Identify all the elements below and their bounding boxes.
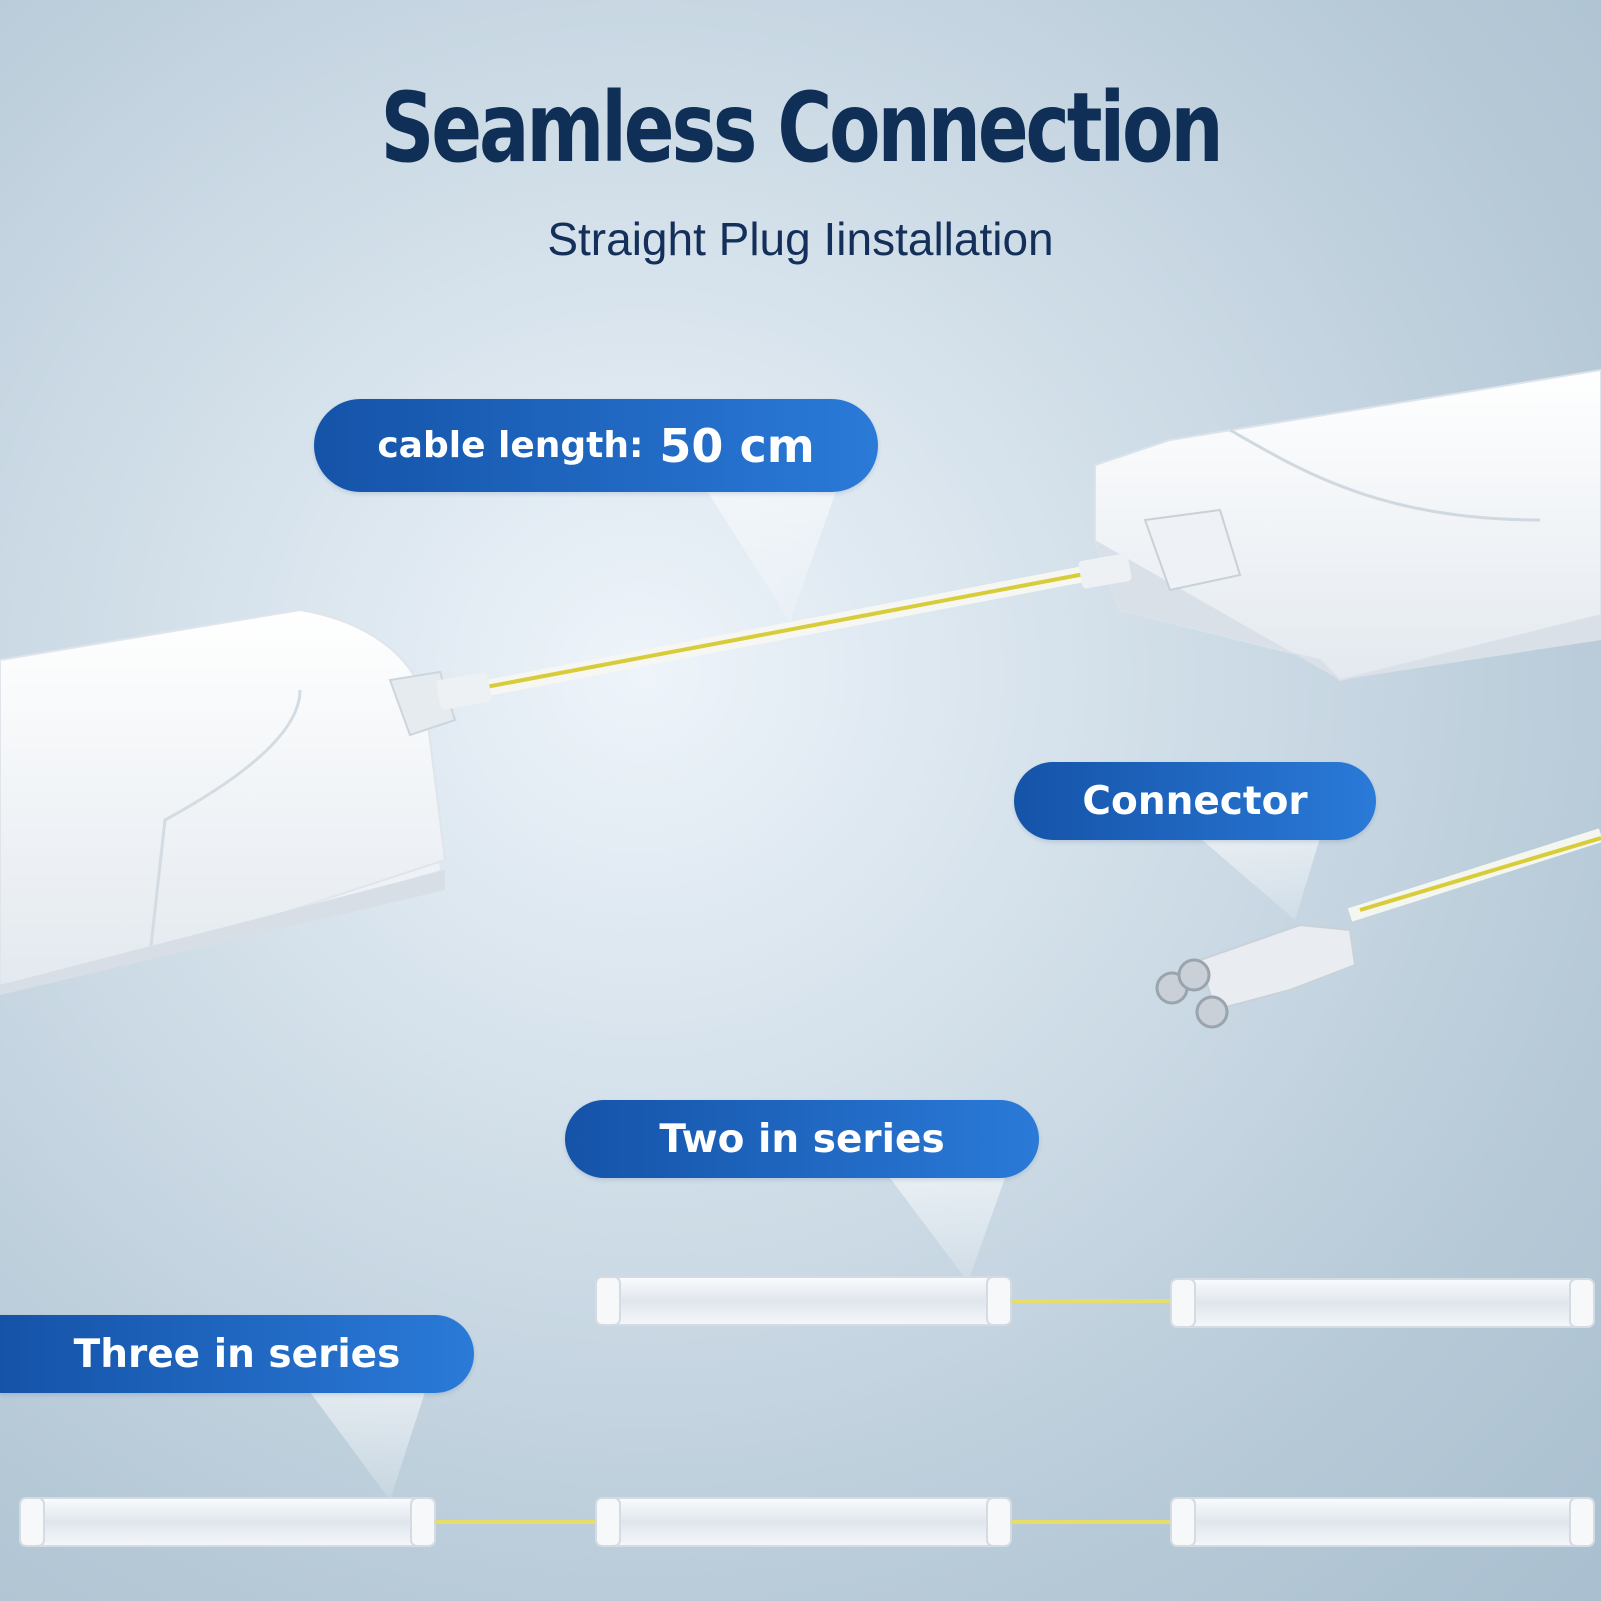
left-fixture-icon (0, 608, 457, 995)
right-fixture-icon (1094, 368, 1601, 682)
page-subtitle: Straight Plug Iinstallation (547, 213, 1054, 265)
connector-callout-pointer (1200, 838, 1320, 920)
three-series-callout-pointer (310, 1392, 425, 1500)
two-in-series-callout: Two in series (565, 1100, 1039, 1178)
two-in-series-illustration (595, 1276, 1595, 1328)
cable-length-label: cable length: (377, 425, 644, 466)
cable-callout-pointer (700, 480, 840, 622)
page-title: Seamless Connection (380, 72, 1223, 184)
cable-icon (436, 553, 1132, 710)
cable-length-callout: cable length: 50 cm (314, 399, 878, 492)
three-in-series-illustration (19, 1497, 1595, 1547)
three-in-series-callout: Three in series (0, 1315, 474, 1393)
two-series-callout-pointer (890, 1178, 1005, 1282)
connector-callout: Connector (1014, 762, 1376, 840)
three-pin-connector-icon (1155, 828, 1601, 1029)
cable-length-value: 50 cm (659, 418, 815, 473)
